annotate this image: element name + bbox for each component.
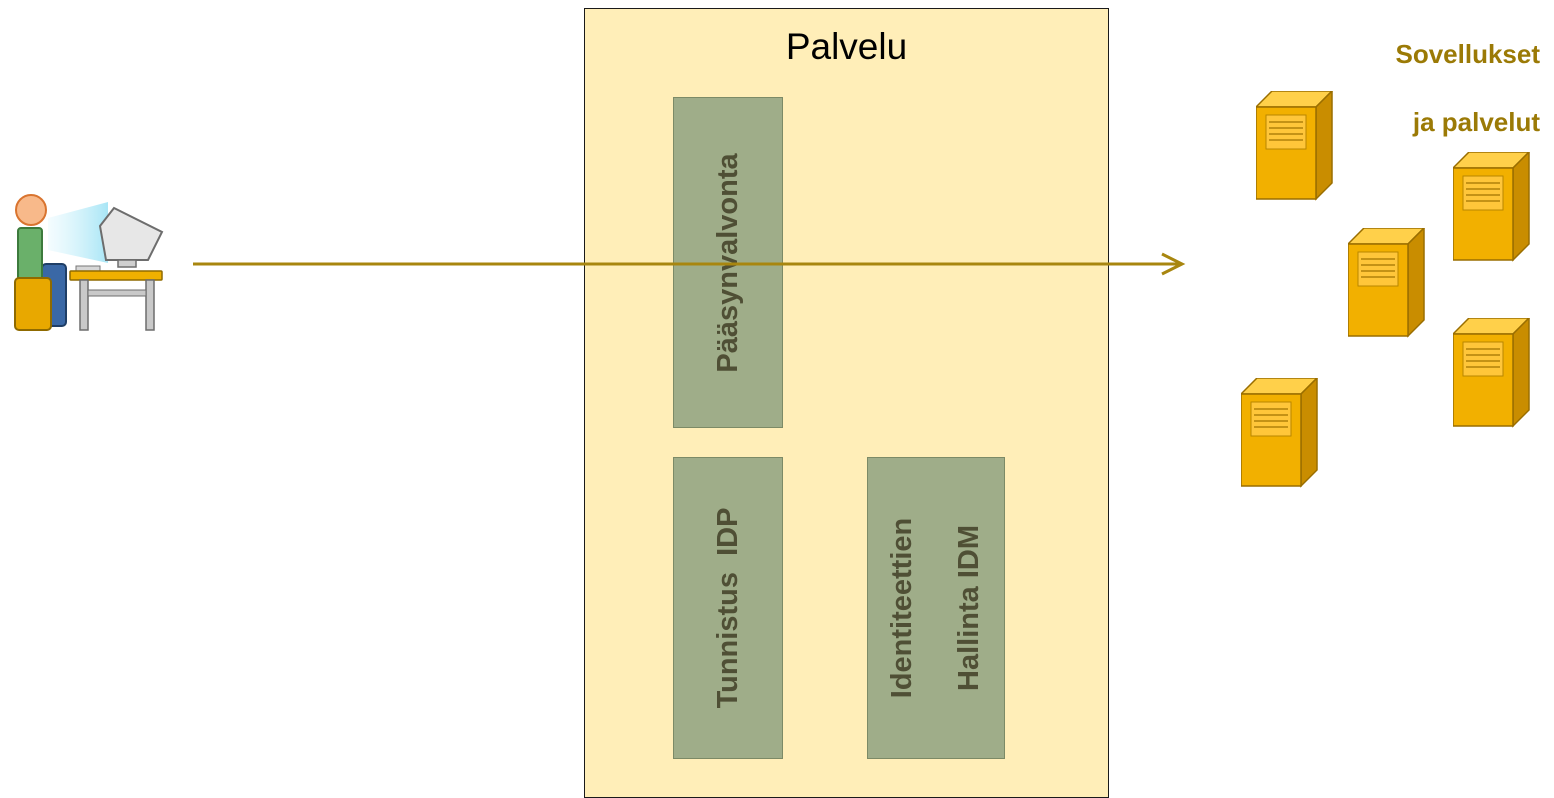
server-icon bbox=[1453, 152, 1531, 262]
identification-idp-box: Tunnistus IDP bbox=[673, 457, 783, 759]
user-at-computer-icon bbox=[14, 194, 164, 331]
server-icon bbox=[1241, 378, 1319, 488]
applications-label-line1: Sovellukset bbox=[1395, 39, 1540, 69]
server-icon bbox=[1348, 228, 1426, 338]
service-title: Palvelu bbox=[785, 26, 908, 67]
service-box bbox=[584, 8, 1109, 798]
server-icon bbox=[1256, 91, 1334, 201]
server-icon bbox=[1453, 318, 1531, 428]
identity-management-box: Identiteettien Hallinta IDM bbox=[867, 457, 1005, 759]
applications-label-line2: ja palvelut bbox=[1412, 107, 1540, 137]
